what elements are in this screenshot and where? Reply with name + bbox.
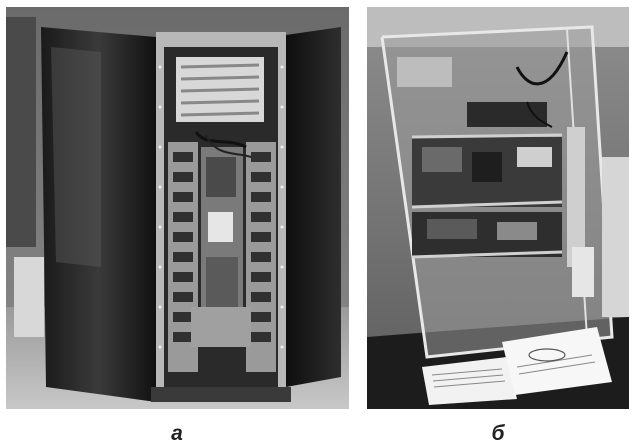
cabinet-base — [151, 387, 291, 402]
photo-panel-a — [6, 7, 349, 409]
info-card-left — [422, 357, 517, 405]
right-door — [286, 27, 341, 387]
photo-panel-b — [367, 7, 629, 409]
white-box — [14, 257, 44, 337]
caption-a: а — [171, 422, 183, 445]
caption-b: б — [491, 422, 505, 445]
left-door — [41, 27, 156, 402]
side-panel — [567, 127, 585, 267]
side-object — [6, 17, 36, 247]
door-reflection — [51, 47, 101, 267]
server-rack-illustration — [6, 7, 349, 409]
transparent-cabinet-illustration — [367, 7, 629, 409]
